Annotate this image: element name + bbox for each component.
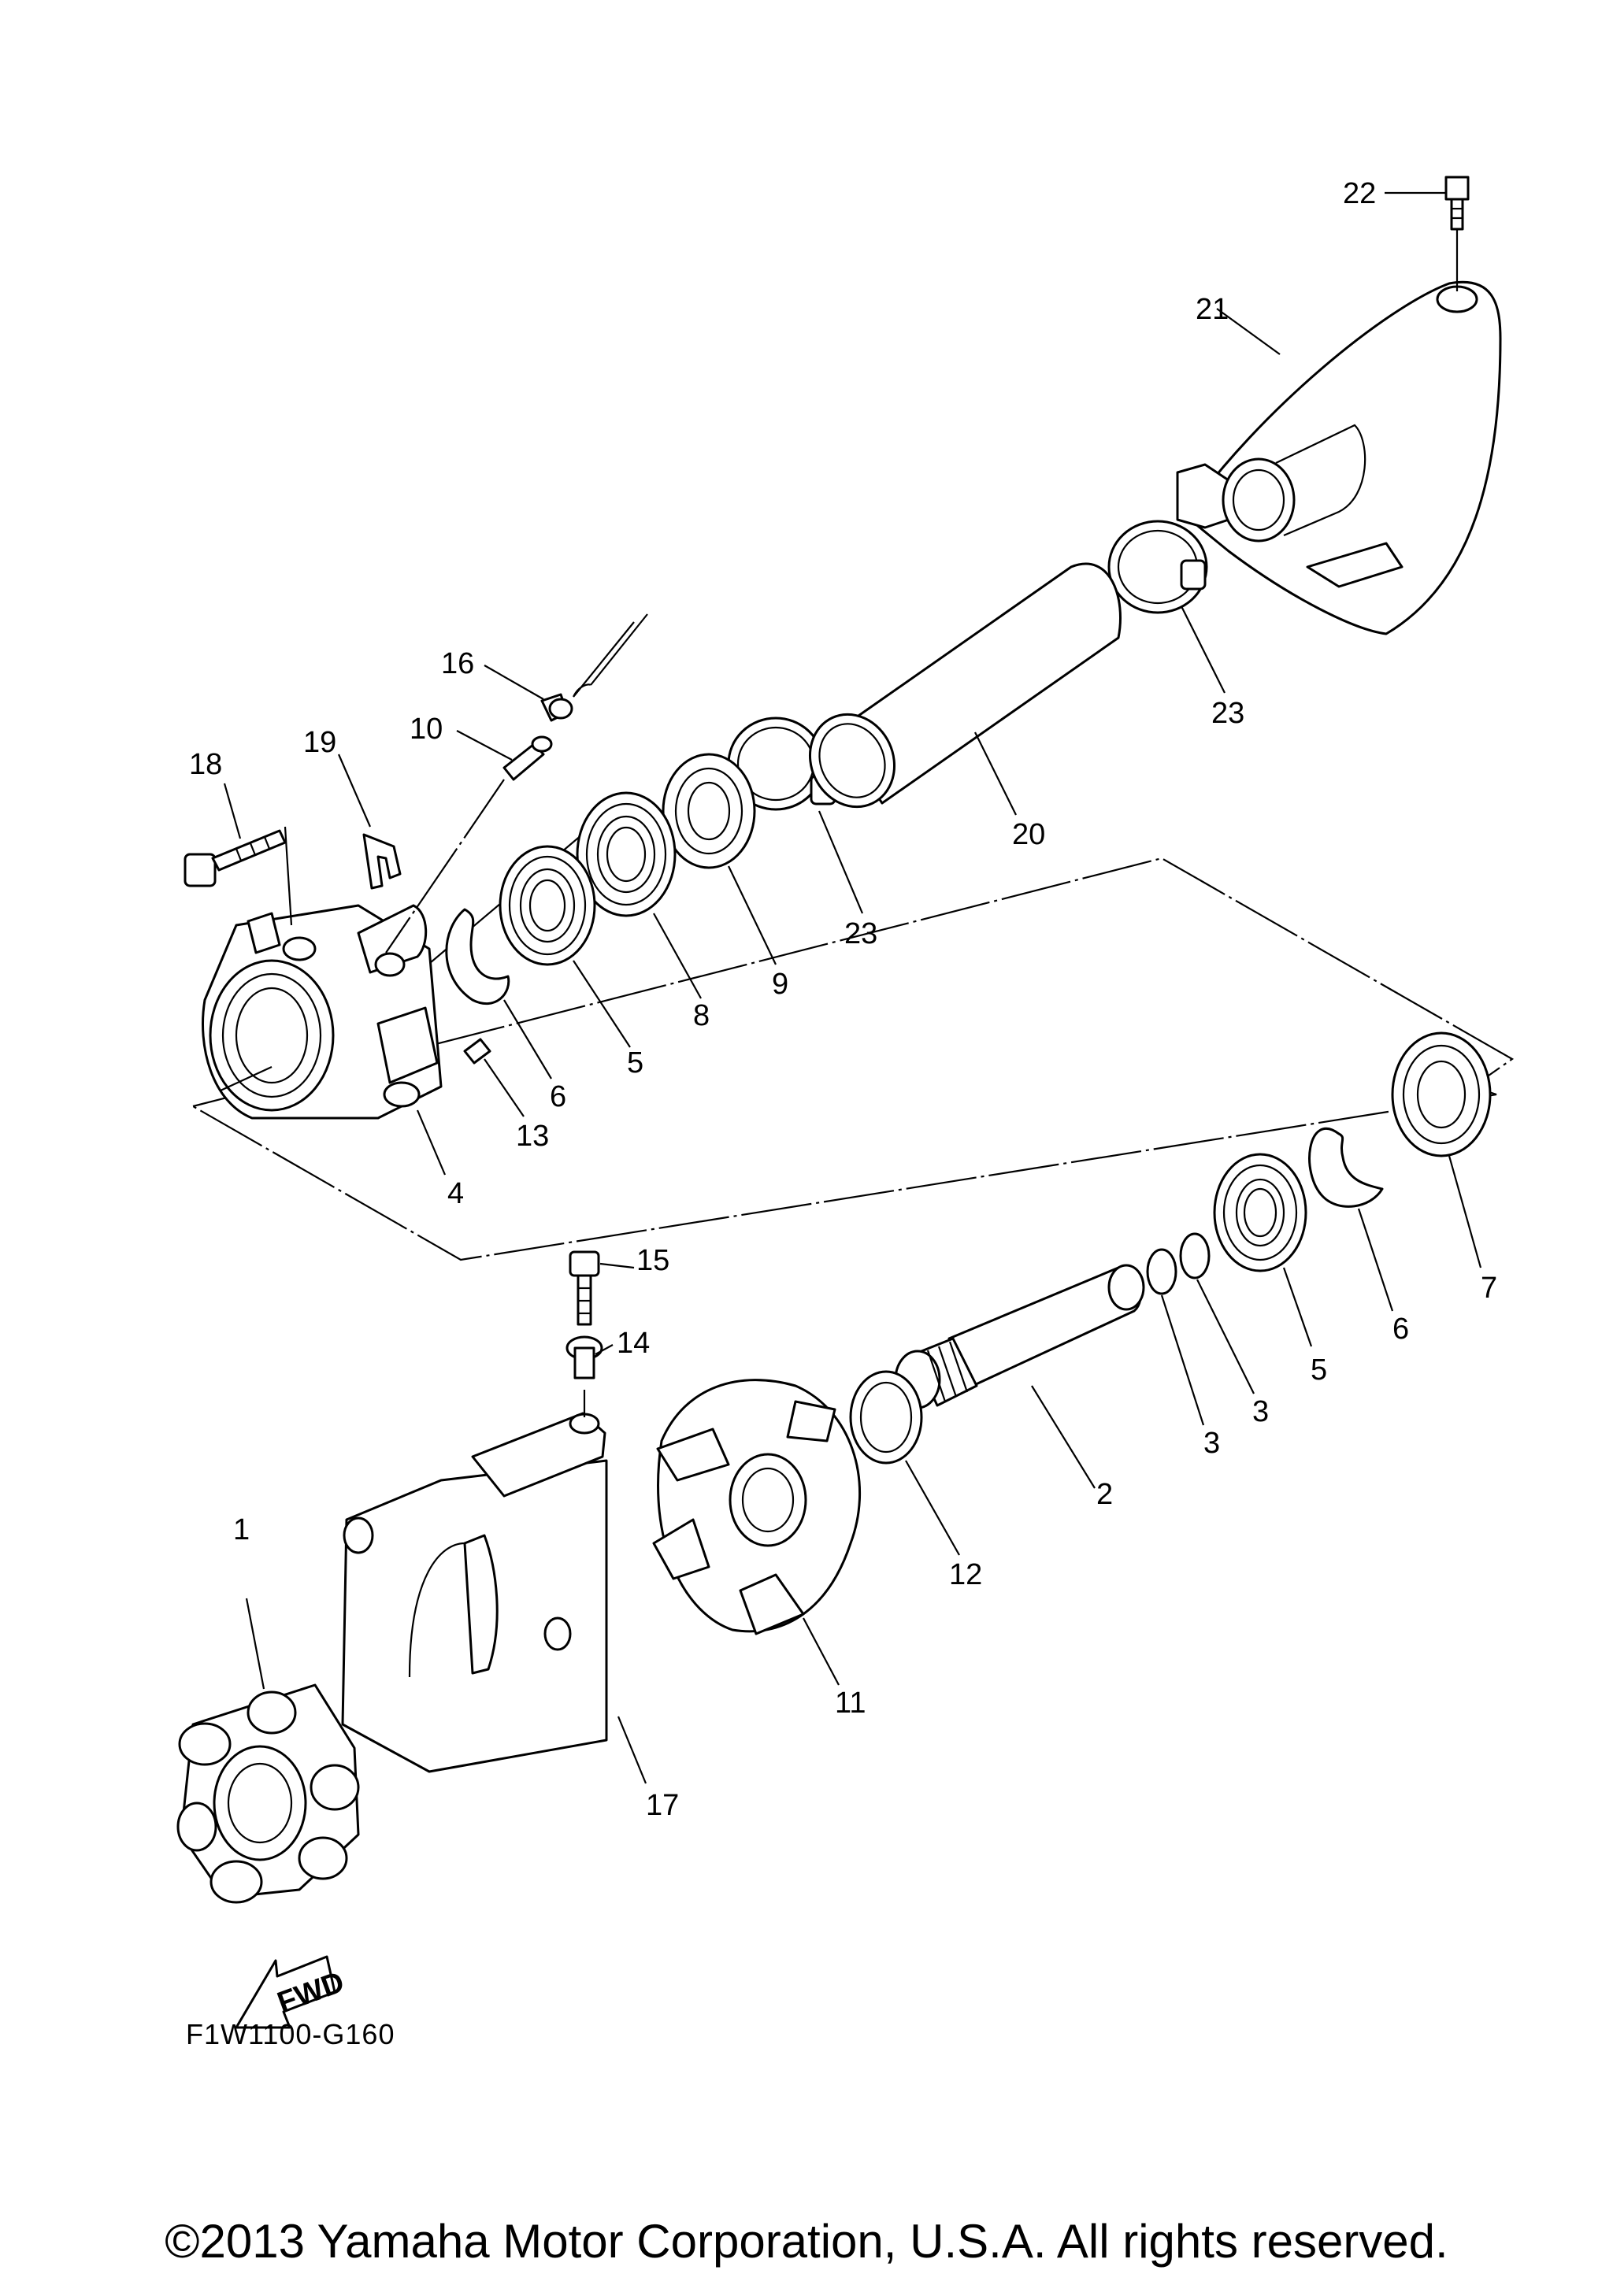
part-13-dowel-pin [463, 1038, 491, 1065]
callout-2: 2 [1096, 1478, 1113, 1511]
part-2-drive-shaft [894, 1264, 1145, 1409]
part-4-pump-housing [202, 904, 443, 1120]
callout-6-upper: 6 [550, 1080, 566, 1113]
part-6-circlip-upper [445, 908, 510, 1005]
callout-14: 14 [617, 1327, 650, 1360]
callout-18: 18 [189, 748, 222, 781]
callout-17: 17 [646, 1789, 679, 1822]
callout-10: 10 [410, 713, 443, 746]
callout-23-lower: 23 [844, 917, 877, 950]
callout-6-lower: 6 [1392, 1313, 1409, 1346]
callout-5-lower: 5 [1311, 1354, 1327, 1387]
part-10-nipple [385, 735, 553, 954]
leader-lines [223, 191, 1482, 1784]
callout-3a: 3 [1203, 1427, 1220, 1460]
callout-21: 21 [1196, 293, 1229, 326]
part-18-bolt [184, 826, 293, 926]
part-5-bearing-lower [1213, 1153, 1307, 1272]
part-3-o-ring-b [1179, 1232, 1211, 1279]
callout-15: 15 [636, 1244, 669, 1277]
part-22-bolt [1444, 176, 1470, 231]
callout-22: 22 [1343, 177, 1376, 210]
part-6-circlip-lower [1308, 1127, 1384, 1208]
part-20-duct-hose [808, 562, 1122, 809]
callout-13: 13 [516, 1120, 549, 1153]
callout-5-upper: 5 [627, 1046, 643, 1079]
part-16-hose-clip [540, 693, 573, 722]
part-5-bearing-upper [499, 845, 596, 966]
part-11-impeller [652, 1379, 861, 1635]
part-7-bearing [1391, 1031, 1492, 1157]
callout-7: 7 [1481, 1272, 1497, 1305]
part-14-collar [565, 1335, 603, 1379]
part-23-clamp-upper [1107, 520, 1208, 614]
callout-19: 19 [303, 726, 336, 759]
callout-4: 4 [447, 1177, 464, 1210]
callout-8: 8 [693, 999, 710, 1032]
callout-12: 12 [949, 1558, 982, 1591]
part-8-bearing [576, 791, 677, 917]
callout-9: 9 [772, 968, 788, 1001]
part-9-seal [662, 753, 756, 869]
fwd-arrow-icon: FWD [235, 1955, 349, 2029]
figure-code: F1W1100-G160 [186, 2018, 395, 2050]
callout-20: 20 [1012, 818, 1045, 851]
copyright-notice: ©2013 Yamaha Motor Corporation, U.S.A. A… [165, 2215, 1448, 2268]
part-21-nozzle-cover [1176, 228, 1502, 635]
part-17-impeller-housing [341, 1390, 608, 1773]
part-15-bolt [569, 1250, 600, 1326]
callout-labels: 1 2 3 3 4 5 5 6 6 7 8 9 10 11 12 13 14 1… [189, 177, 1497, 1822]
callout-23-upper: 23 [1211, 697, 1244, 730]
part-19-clip [362, 833, 402, 890]
water-hose [573, 613, 648, 698]
part-3-o-ring-a [1146, 1248, 1177, 1295]
callout-3b: 3 [1252, 1395, 1269, 1428]
callout-11: 11 [835, 1687, 866, 1720]
callout-1: 1 [233, 1513, 250, 1546]
part-12-seal [849, 1370, 923, 1465]
callout-16: 16 [441, 647, 474, 680]
part-1-stator [176, 1683, 360, 1904]
